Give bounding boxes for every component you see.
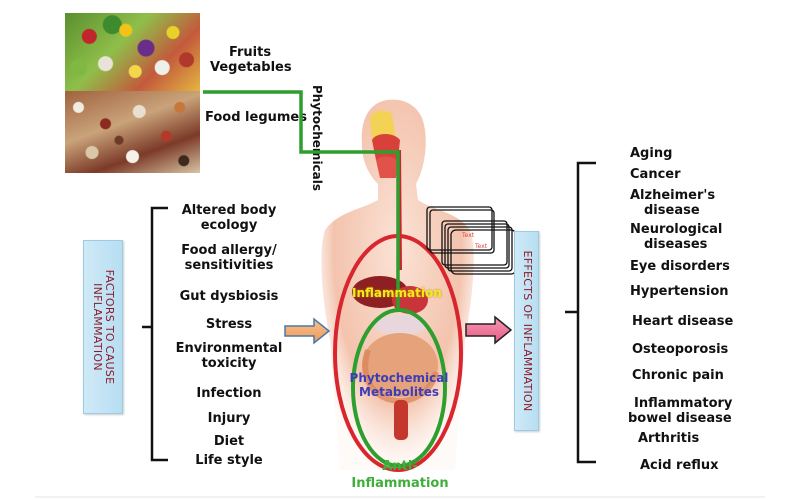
factors-arrow xyxy=(284,317,331,345)
effects-title-box: EFFECTS OF INFLAMMATION xyxy=(514,231,539,431)
inflammation-label: Inflammation xyxy=(352,286,442,300)
fruits-vegetables-photo xyxy=(65,13,200,91)
intestines xyxy=(362,333,438,397)
effect-item: Cancer xyxy=(630,167,681,182)
placeholder-text-1: Text xyxy=(462,232,475,239)
effect-item: Alzheimer's xyxy=(630,188,716,203)
metabolites-label: Metabolites xyxy=(359,385,439,399)
mouth-cavity xyxy=(372,134,400,160)
effect-item: Osteoporosis xyxy=(632,342,729,357)
effects-title: EFFECTS OF INFLAMMATION xyxy=(520,250,534,412)
effects-arrow xyxy=(465,315,513,345)
factor-item: Environmental xyxy=(175,341,283,356)
anti-inflammation-label: Inflammation xyxy=(351,476,449,491)
factor-item: Infection xyxy=(196,386,262,401)
effect-item: Hypertension xyxy=(630,284,729,299)
effect-item: Arthritis xyxy=(638,431,700,446)
factor-item: Diet xyxy=(213,434,245,449)
effect-item: Heart disease xyxy=(632,314,734,329)
factor-item: Life style xyxy=(195,453,263,468)
effect-item: Chronic pain xyxy=(632,368,724,383)
effect-item: Acid reflux xyxy=(640,458,719,473)
throat xyxy=(376,156,398,178)
factor-item: sensitivities xyxy=(184,258,274,273)
factor-item: Injury xyxy=(207,411,251,426)
phytochemical-pathway-line xyxy=(203,90,400,310)
factor-item: Altered body xyxy=(181,203,277,218)
effect-item: Neurological xyxy=(630,222,723,237)
effect-item: Inflammatory xyxy=(634,396,733,411)
nasal-cavity xyxy=(370,110,396,142)
factors-title: FACTORS TO CAUSE INFLAMMATION xyxy=(91,269,116,385)
anti-label: Anti- xyxy=(382,459,418,474)
factor-item: Food allergy/ xyxy=(181,243,277,258)
effects-bracket xyxy=(565,161,596,464)
placeholder-text-2: Text xyxy=(475,243,488,250)
pancreas xyxy=(374,315,426,335)
effect-item: diseases xyxy=(644,237,708,252)
food-legumes-label: Food legumes xyxy=(205,110,307,125)
food-photo xyxy=(65,13,200,173)
stomach xyxy=(392,286,428,314)
factors-title-box: FACTORS TO CAUSE INFLAMMATION xyxy=(83,240,123,414)
factor-item: ecology xyxy=(200,218,258,233)
rectum xyxy=(394,400,408,440)
factors-bracket xyxy=(142,206,168,462)
factor-item: Stress xyxy=(205,317,253,332)
legumes-photo xyxy=(65,91,200,173)
effect-item: disease xyxy=(644,203,700,218)
fruits-label: Fruits xyxy=(228,45,272,60)
vegetables-label: Vegetables xyxy=(210,60,292,75)
factor-item: Gut dysbiosis xyxy=(179,289,279,304)
phytochemical-label: Phytochemical xyxy=(349,371,449,385)
effect-item: Eye disorders xyxy=(630,259,730,274)
effect-item: bowel disease xyxy=(628,411,732,426)
effect-item: Aging xyxy=(630,146,673,161)
factor-item: toxicity xyxy=(201,356,257,371)
